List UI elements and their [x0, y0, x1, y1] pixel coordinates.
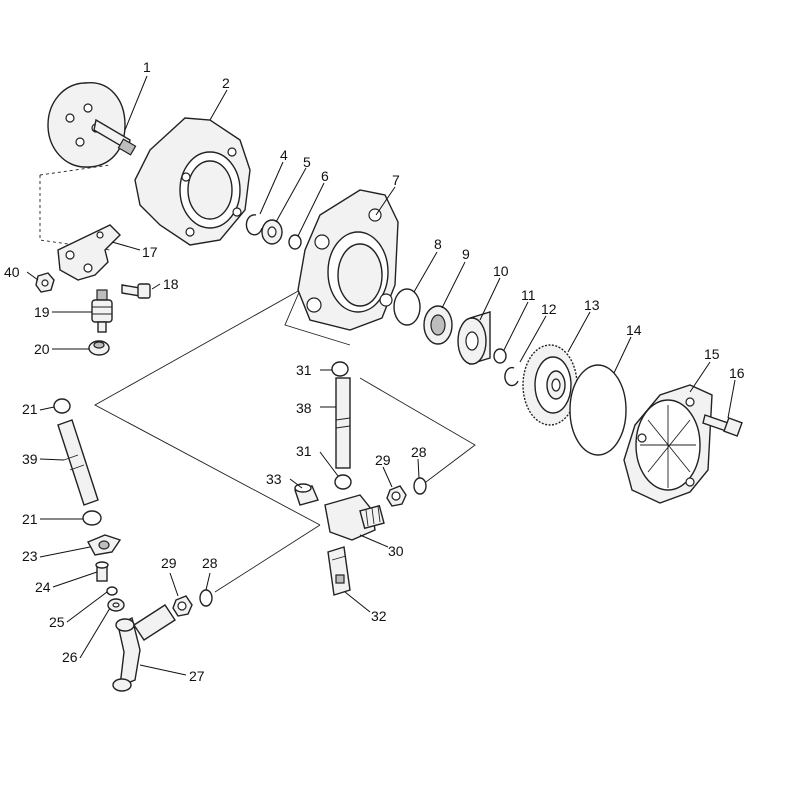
assembly-guide-lines — [39, 164, 476, 593]
part-16-bolt — [702, 414, 743, 437]
part-2-flange-housing — [134, 117, 251, 246]
leader-lines — [26, 75, 736, 676]
callout-4: 4 — [280, 147, 288, 163]
callout-5: 5 — [303, 154, 311, 170]
part-23-bracket — [87, 534, 122, 556]
callout-40: 40 — [4, 264, 20, 280]
callout-13: 13 — [584, 297, 600, 313]
part-29-nut-upper — [386, 485, 407, 507]
part-17-bracket — [57, 224, 121, 281]
callout-14: 14 — [626, 322, 642, 338]
callout-29-lower: 29 — [161, 555, 177, 571]
callout-labels: 1 2 4 5 6 7 8 9 10 11 12 13 14 15 16 17 … — [4, 59, 745, 684]
callout-18: 18 — [163, 276, 179, 292]
part-31-clamp-top — [331, 361, 349, 377]
callout-15: 15 — [704, 346, 720, 362]
part-31-clamp-bottom — [334, 474, 352, 490]
part-26-washer — [107, 598, 125, 612]
callout-24: 24 — [35, 579, 51, 595]
part-13-gear — [522, 344, 578, 426]
part-1-flywheel — [47, 82, 137, 168]
part-4-snap-ring — [245, 214, 263, 236]
part-6-ring — [288, 234, 302, 250]
part-8-o-ring — [393, 288, 421, 326]
callout-31-top: 31 — [296, 362, 312, 378]
callout-28-lower: 28 — [202, 555, 218, 571]
callout-25: 25 — [49, 614, 65, 630]
part-9-seal — [423, 305, 453, 345]
part-32-bracket — [327, 546, 351, 596]
part-10-bearing — [457, 311, 491, 365]
part-28-ring-upper — [413, 477, 427, 495]
callout-10: 10 — [493, 263, 509, 279]
part-12-clip — [504, 366, 519, 387]
callout-30: 30 — [388, 543, 404, 559]
callout-12: 12 — [541, 301, 557, 317]
part-5-washer — [261, 219, 283, 245]
callout-29-upper: 29 — [375, 452, 391, 468]
part-19-stud — [91, 289, 113, 333]
part-14-gasket — [569, 364, 627, 456]
callout-27: 27 — [189, 668, 205, 684]
callout-28-upper: 28 — [411, 444, 427, 460]
callout-1: 1 — [143, 59, 151, 75]
part-25-washer — [106, 586, 118, 596]
part-39-hose — [57, 419, 99, 506]
callout-17: 17 — [142, 244, 158, 260]
callout-8: 8 — [434, 236, 442, 252]
callout-2: 2 — [222, 75, 230, 91]
callout-33: 33 — [266, 471, 282, 487]
callout-23: 23 — [22, 548, 38, 564]
callout-21-bottom: 21 — [22, 511, 38, 527]
part-29-nut-lower — [172, 595, 193, 617]
part-38-pipe — [335, 377, 351, 469]
callout-6: 6 — [321, 168, 329, 184]
callout-9: 9 — [462, 246, 470, 262]
callout-20: 20 — [34, 341, 50, 357]
callout-16: 16 — [729, 365, 745, 381]
part-15-cover — [623, 384, 713, 504]
part-24-bushing — [95, 561, 109, 582]
callout-26: 26 — [62, 649, 78, 665]
part-7-pump-housing — [297, 189, 399, 331]
part-40-nut — [35, 272, 55, 293]
part-20-nut — [88, 340, 110, 356]
part-21-clamp-bottom — [82, 510, 102, 526]
callout-31-bottom: 31 — [296, 443, 312, 459]
part-33-cap — [294, 483, 319, 506]
callout-19: 19 — [34, 304, 50, 320]
part-18-screw — [121, 283, 151, 299]
part-27-elbow-pipe — [112, 604, 176, 692]
callout-38: 38 — [296, 400, 312, 416]
part-11-ring — [493, 348, 507, 364]
callout-32: 32 — [371, 608, 387, 624]
part-21-clamp-top — [53, 398, 71, 414]
callout-39: 39 — [22, 451, 38, 467]
callout-7: 7 — [392, 172, 400, 188]
callout-11: 11 — [521, 287, 536, 303]
part-28-ring-lower — [199, 589, 213, 607]
callout-21-top: 21 — [22, 401, 38, 417]
part-30-tee-fitting — [324, 494, 385, 541]
